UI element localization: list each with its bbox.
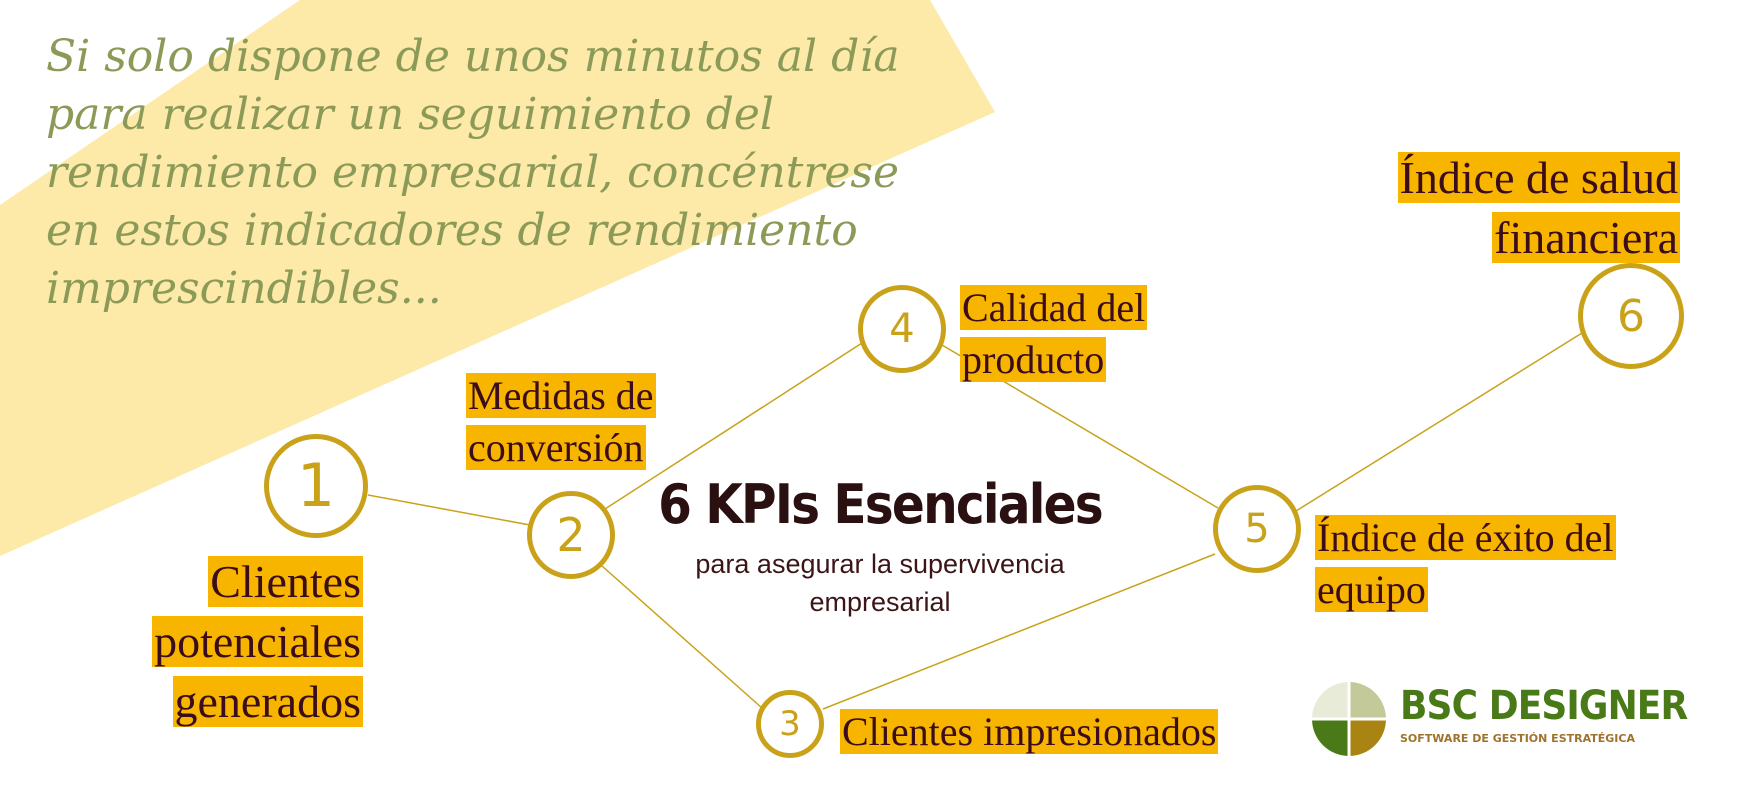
logo-quadrant-icon [1312,682,1386,756]
kpi-node-1: 1 [264,434,368,538]
center-title: 6 KPIs Esenciales [658,473,1104,536]
kpi-label-3: Clientes impresionados [840,709,1219,754]
connector-3-5 [822,553,1216,710]
connector-2-4 [604,342,863,510]
kpi-label-6: Índice de salud financiera [1397,152,1680,263]
logo-tagline: SOFTWARE DE GESTIÓN ESTRATÉGICA [1400,732,1635,745]
connector-5-6 [1295,332,1583,512]
kpi-node-2: 2 [527,491,615,579]
logo-name: BSC DESIGNER [1400,683,1688,729]
connector-2-3 [601,565,763,709]
kpi-node-5: 5 [1213,485,1301,573]
center-subtitle: para asegurar la supervivencia empresari… [695,549,1065,617]
kpi-label-5: Índice de éxito del equipo [1315,515,1616,612]
connector-1-2 [367,494,531,526]
bsc-designer-logo: BSC DESIGNER SOFTWARE DE GESTIÓN ESTRATÉ… [1310,680,1688,762]
kpi-node-3: 3 [756,690,824,758]
kpi-node-6: 6 [1578,263,1684,369]
intro-text: Si solo dispone de unos minutos al día p… [46,31,900,314]
kpi-node-4: 4 [858,285,946,373]
kpi-label-4: Calidad del producto [960,285,1148,382]
kpi-label-2: Medidas de conversión [466,373,656,470]
kpi-label-1: Clientes potenciales generados [152,556,363,727]
